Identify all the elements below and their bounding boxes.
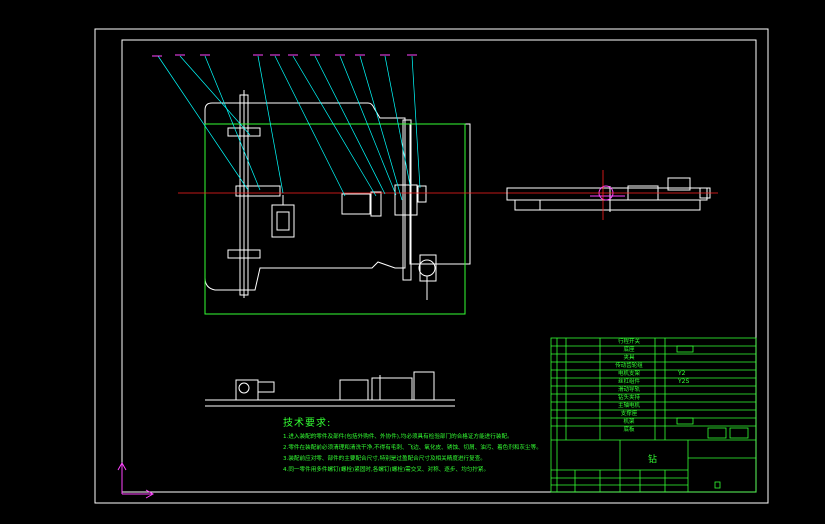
- part-name: 电机支架: [617, 371, 640, 377]
- top-view: [205, 371, 455, 407]
- model-codes: Y2 Y2S: [678, 370, 689, 386]
- part-name: 主轴电机: [617, 403, 640, 409]
- tech-requirement-1: 1.进入装配的零件及部件(包括外购件、外协件),均必须具有检验部门的合格证方能进…: [283, 434, 513, 440]
- inner-border: [121, 39, 757, 493]
- tech-requirement-3: 3.装配前应对零、部件的主要配合尺寸,特别是过盈配合尺寸及相关精度进行复查。: [283, 456, 486, 462]
- front-view: [204, 90, 471, 315]
- part-name: 支撑座: [620, 411, 638, 417]
- part-name: 机架: [623, 419, 635, 425]
- tech-requirement-2: 2.零件在装配前必须清理和清洗干净,不得有毛刺、飞边、氧化皮、锈蚀、切屑、油污、…: [283, 445, 542, 451]
- side-view: [506, 177, 711, 212]
- item-balloons: [152, 54, 417, 57]
- model-code: Y2S: [678, 378, 690, 385]
- ucs-axis-icon: [117, 461, 155, 499]
- part-name: 底座: [623, 347, 635, 353]
- part-name: 夹具: [623, 355, 635, 361]
- part-name: 丝杠组件: [617, 379, 640, 385]
- leader-lines: [157, 55, 421, 201]
- part-name: 滑动导轨: [617, 387, 640, 393]
- outer-border: [94, 28, 769, 504]
- model-code: Y2: [678, 370, 686, 377]
- part-name: 行程开关: [617, 339, 640, 345]
- drawing-name: 钻: [648, 455, 658, 465]
- part-name: 传动齿轮组: [615, 363, 643, 369]
- tech-requirement-4: 4.同一零件用多件螺钉(螺栓)紧固时,各螺钉(螺栓)需交叉、对称、逐步、均匀拧紧…: [283, 467, 490, 473]
- part-name: 钻头夹持: [617, 395, 640, 401]
- part-name: 底板: [623, 427, 635, 433]
- technical-requirements: 技术要求: 1.进入装配的零件及部件(包括外购件、外协件),均必须具有检验部门的…: [283, 414, 583, 476]
- tech-requirements-title: 技术要求:: [283, 418, 332, 429]
- parts-list-names: 行程开关 底座 夹具 传动齿轮组 电机支架 丝杠组件 滑动导轨 钻头夹持 主轴电…: [604, 338, 654, 434]
- parts-list-table: [550, 337, 757, 493]
